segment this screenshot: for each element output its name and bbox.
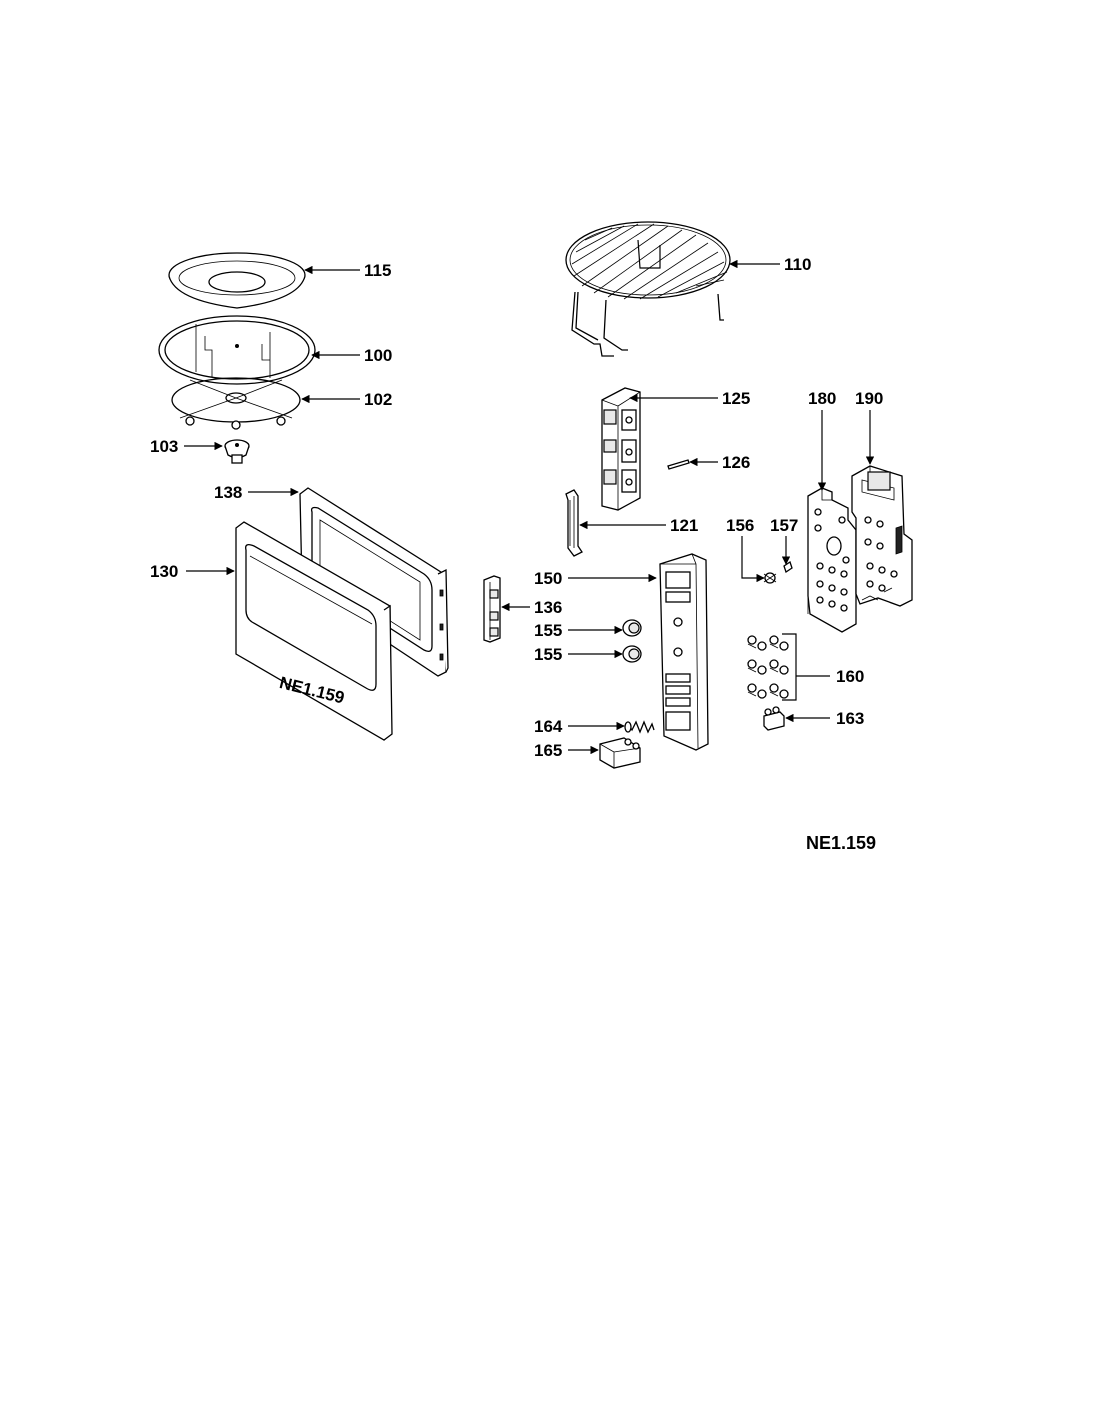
- callout-165: 165: [534, 741, 562, 760]
- leader-156: [741, 536, 765, 583]
- callout-157: 157: [770, 516, 798, 535]
- wire-rack-part: [565, 221, 731, 357]
- control-panel-part: [659, 553, 709, 751]
- pin-part: [667, 459, 690, 470]
- leader-160-bracket: [782, 633, 830, 701]
- knob-upper-part: [622, 619, 642, 637]
- callout-126: 126: [722, 453, 750, 472]
- door-frame-part: [299, 487, 449, 677]
- callout-115: 115: [364, 261, 391, 280]
- spring-part: [624, 720, 655, 734]
- callout-163: 163: [836, 709, 864, 728]
- callout-121: 121: [670, 516, 698, 535]
- callout-100: 100: [364, 346, 392, 365]
- buttons-part: [747, 635, 789, 699]
- coupler-part: [224, 439, 250, 464]
- control-board-part: [851, 465, 913, 607]
- callout-lines: [184, 259, 875, 755]
- turntable-tray-part: [168, 252, 306, 309]
- door-part: NE1.159: [235, 521, 393, 741]
- single-button-part: [763, 706, 785, 731]
- latch-hook-part: [565, 489, 583, 557]
- latch-assembly-part: [601, 387, 641, 511]
- knob-shaft-part: [763, 572, 777, 584]
- key-board-part: [807, 487, 857, 633]
- roller-guide-part: [171, 377, 301, 430]
- turntable-ring-part: [158, 315, 316, 385]
- callout-110: 110: [784, 255, 811, 274]
- callout-103: 103: [150, 437, 178, 456]
- callout-155-lower: 155: [534, 645, 562, 664]
- callout-130: 130: [150, 562, 178, 581]
- callout-150: 150: [534, 569, 562, 588]
- small-spring-part: [783, 560, 793, 574]
- callout-102: 102: [364, 390, 392, 409]
- drawing-code: NE1.159: [806, 833, 876, 853]
- callout-180: 180: [808, 389, 836, 408]
- callout-164: 164: [534, 717, 563, 736]
- callout-155-upper: 155: [534, 621, 562, 640]
- callout-156: 156: [726, 516, 754, 535]
- callout-labels: 115 100 102 103 110 125 126 180 190 138 …: [150, 255, 883, 760]
- knob-lower-part: [622, 645, 642, 663]
- callout-160: 160: [836, 667, 864, 686]
- hinge-part: [483, 575, 501, 643]
- callout-136: 136: [534, 598, 562, 617]
- release-button-part: [599, 737, 641, 769]
- callout-190: 190: [855, 389, 883, 408]
- callout-125: 125: [722, 389, 750, 408]
- callout-138: 138: [214, 483, 242, 502]
